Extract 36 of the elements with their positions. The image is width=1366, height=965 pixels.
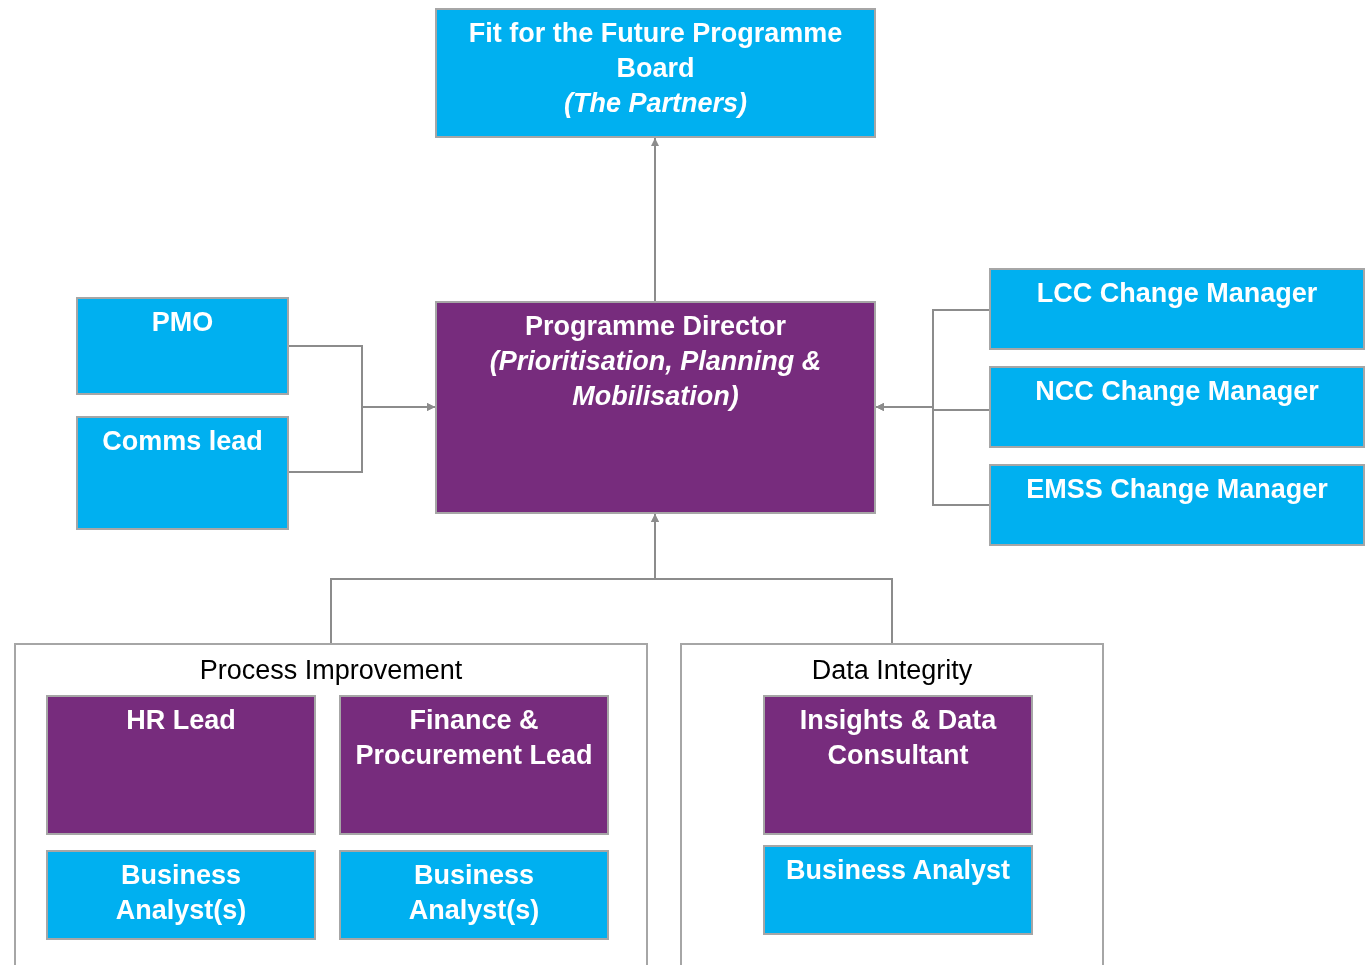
- role-title: EMSS Change Manager: [1025, 473, 1329, 506]
- role-subtitle: (The Partners): [562, 87, 748, 121]
- role-title: LCC Change Manager: [1035, 277, 1319, 310]
- role-box: [76, 297, 289, 395]
- connector-arrow: [288, 403, 436, 473]
- role-title: HR Lead: [125, 704, 237, 737]
- group-panel: [14, 643, 648, 965]
- role-title: PMO: [150, 306, 215, 339]
- role-title: Business Analyst: [784, 854, 1012, 887]
- role-box: [989, 464, 1365, 546]
- role-title: NCC Change Manager: [1034, 375, 1320, 408]
- group-heading: Process Improvement: [198, 655, 464, 686]
- role-box: [46, 850, 316, 940]
- role-title: Finance & Procurement Lead: [354, 704, 594, 773]
- role-box: [339, 695, 609, 835]
- role-title: Insights & Data Consultant: [798, 704, 998, 773]
- role-box: [763, 845, 1033, 935]
- role-title: Fit for the Future Programme Board: [467, 17, 844, 86]
- connector-arrow: [651, 513, 893, 644]
- role-box: [989, 366, 1365, 448]
- role-title: Business Analyst(s): [407, 859, 541, 928]
- role-box: [435, 301, 876, 514]
- role-box: [989, 268, 1365, 350]
- role-subtitle: (Prioritisation, Planning & Mobilisation): [488, 345, 823, 414]
- role-box: [76, 416, 289, 530]
- group-panel: [680, 643, 1104, 965]
- group-heading: Data Integrity: [810, 655, 974, 686]
- role-box: [46, 695, 316, 835]
- connector-arrow: [651, 137, 659, 302]
- role-box: [763, 695, 1033, 835]
- connector-arrow: [875, 403, 990, 506]
- role-title: Comms lead: [101, 425, 264, 458]
- role-box: [339, 850, 609, 940]
- role-title: Business Analyst(s): [114, 859, 248, 928]
- role-title: Programme Director: [523, 310, 788, 343]
- role-box: [435, 8, 876, 138]
